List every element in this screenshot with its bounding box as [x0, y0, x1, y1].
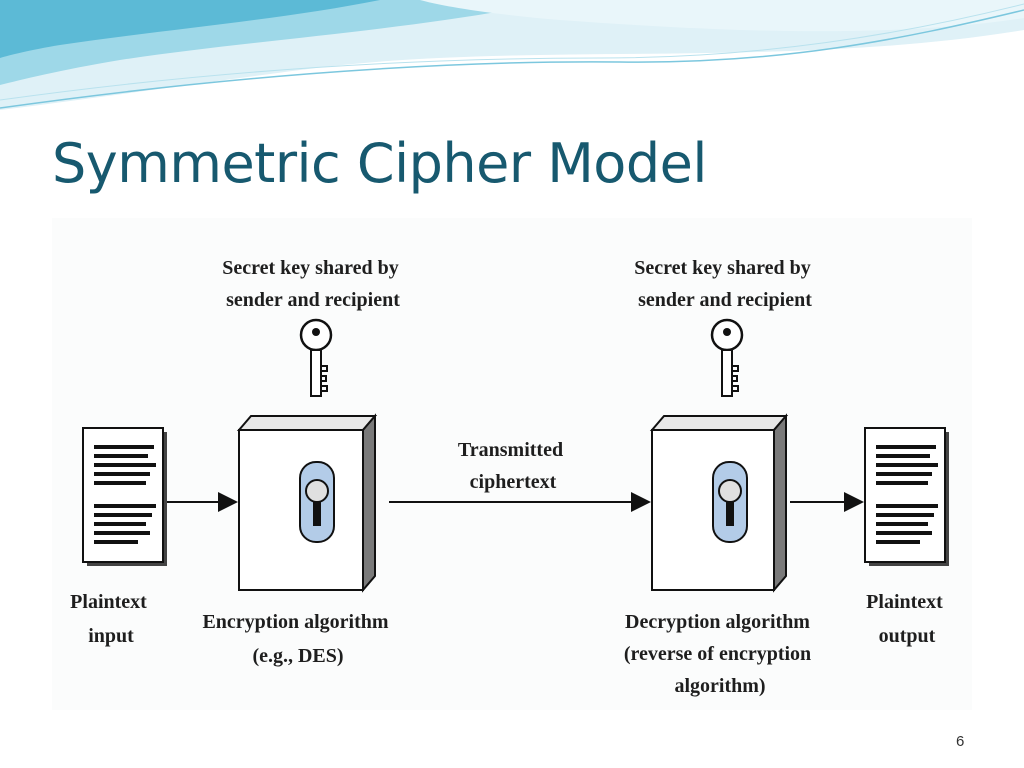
secret-key-icon-left: [299, 318, 333, 397]
decryption-label: Decryption algorithm (reverse of encrypt…: [624, 611, 816, 697]
encryption-label: Encryption algorithm (e.g., DES): [202, 611, 393, 667]
header-wave-decoration: [0, 0, 1024, 110]
slide-title: Symmetric Cipher Model: [52, 132, 707, 195]
keyhole-lock-icon: [299, 461, 335, 543]
slide-number: 6: [956, 733, 965, 750]
transmitted-label: Transmitted ciphertext: [458, 439, 568, 493]
secret-key-icon-right: [710, 318, 744, 397]
keyhole-lock-icon: [712, 461, 748, 543]
encryption-box: [236, 413, 378, 593]
decryption-box: [649, 413, 789, 593]
key-label-left: Secret key shared by sender and recipien…: [222, 257, 403, 311]
plaintext-output-document-icon: [864, 427, 949, 566]
plaintext-input-document-icon: [82, 427, 167, 566]
diagram-panel: [52, 218, 972, 710]
plaintext-output-label: Plaintext output: [866, 591, 948, 647]
plaintext-input-label: Plaintext input: [70, 591, 152, 647]
key-label-right: Secret key shared by sender and recipien…: [634, 257, 815, 311]
